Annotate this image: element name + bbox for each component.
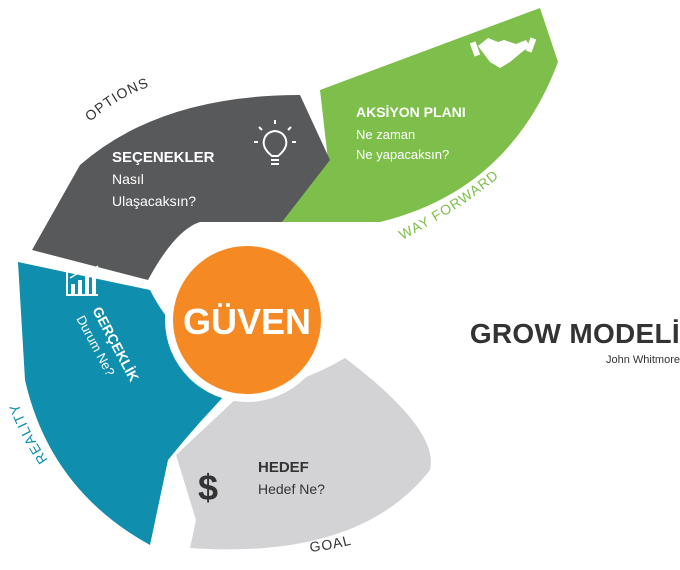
reality-segment xyxy=(18,262,238,545)
goal-segment xyxy=(176,358,431,550)
way-forward-title: AKSİYON PLANI xyxy=(356,104,466,120)
options-line2: Ulaşacaksın? xyxy=(112,193,196,209)
options-title: SEÇENEKLER xyxy=(112,149,215,166)
handshake-icon xyxy=(469,37,537,68)
lightbulb-icon xyxy=(254,120,296,165)
goal-title: HEDEF xyxy=(258,459,309,476)
goal-line1: Hedef Ne? xyxy=(258,481,325,497)
way-forward-line1: Ne zaman xyxy=(356,127,415,142)
author-name: John Whitmore xyxy=(606,354,680,366)
way-forward-segment xyxy=(282,8,558,222)
title-block: GROW MODELİ John Whitmore xyxy=(420,318,680,366)
dollar-icon: $ xyxy=(198,467,218,508)
center-circle xyxy=(173,246,321,394)
center-label: GÜVEN xyxy=(183,301,311,342)
options-line1: Nasıl xyxy=(112,171,144,187)
bar-chart-icon xyxy=(66,265,99,296)
options-outer-label: OPTIONS xyxy=(82,74,151,124)
page-title: GROW MODELİ xyxy=(469,318,680,349)
way-forward-line2: Ne yapacaksın? xyxy=(356,147,449,162)
